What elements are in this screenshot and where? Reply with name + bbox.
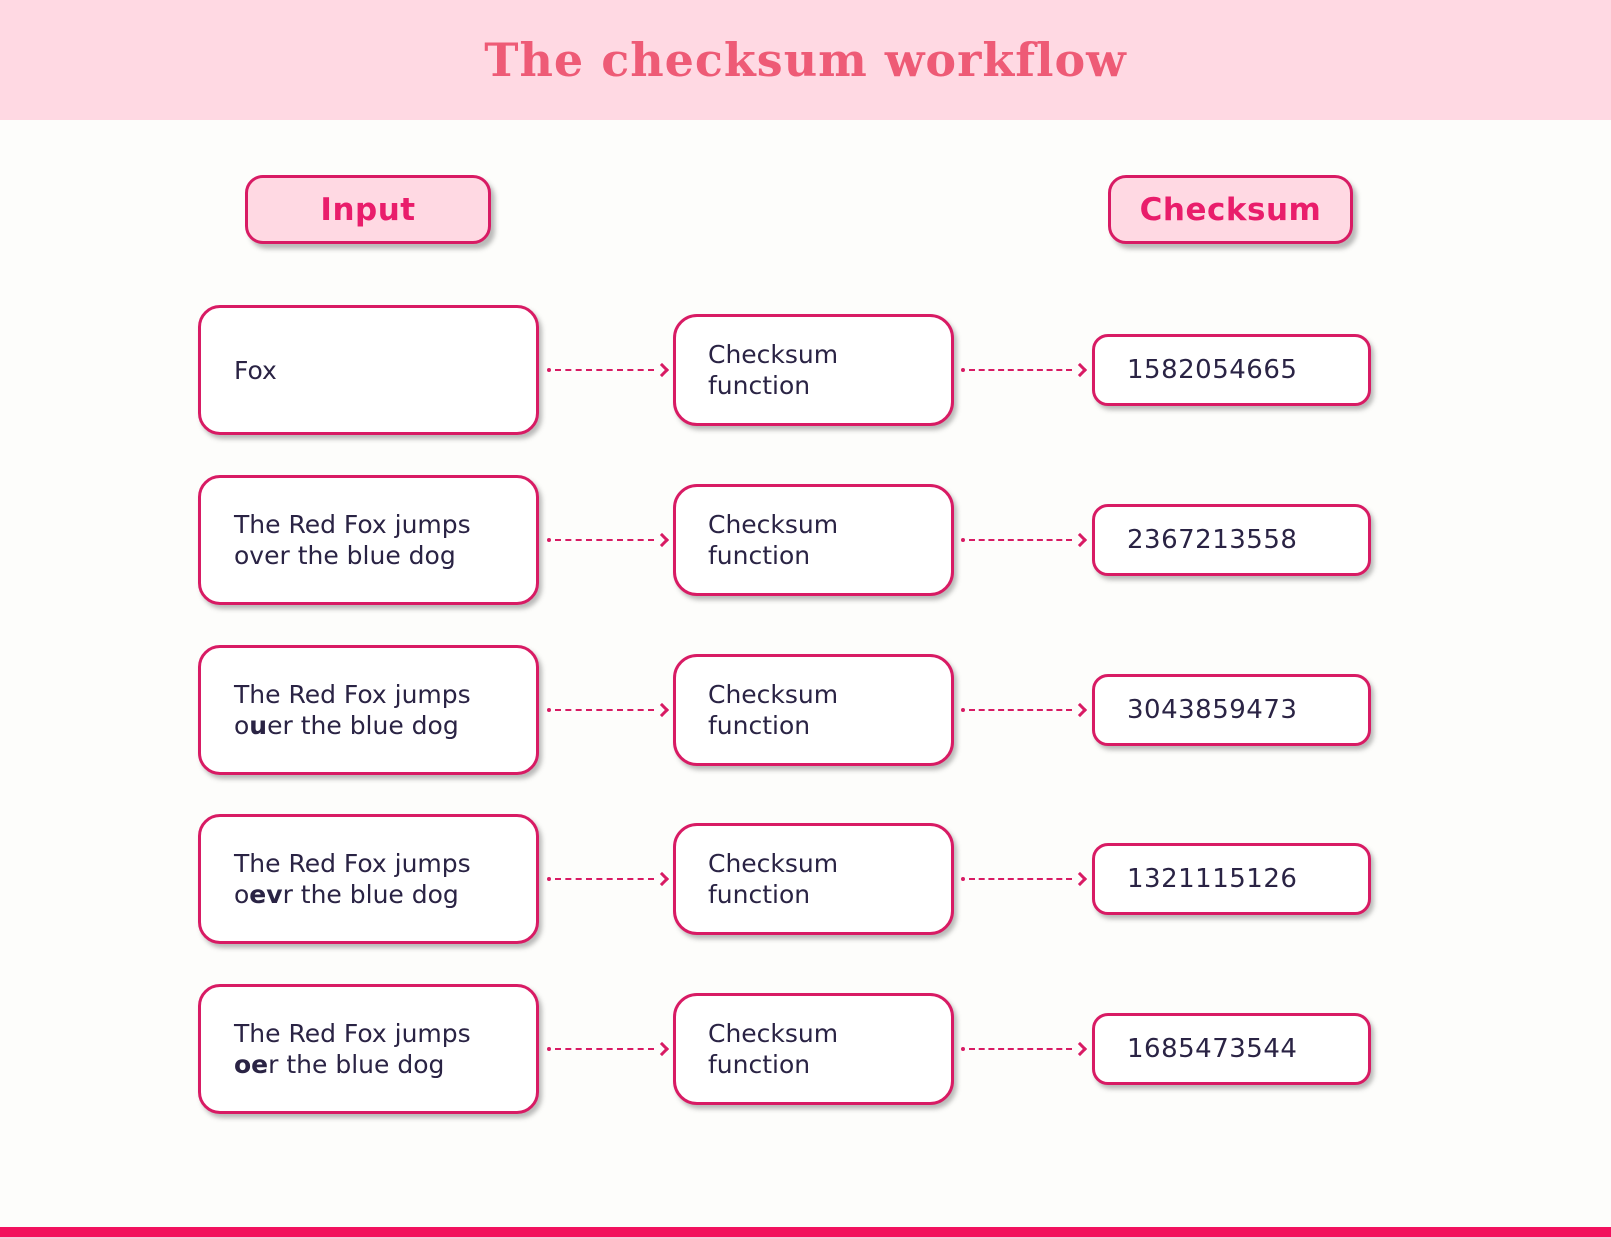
dashed-arrow [547, 532, 670, 548]
arrow-head-icon [654, 871, 670, 887]
arrow-head-icon [1072, 702, 1088, 718]
dashed-arrow [547, 702, 670, 718]
input-box-row-5: The Red Fox jumps oer the blue dog [198, 984, 539, 1114]
input-text: The Red Fox jumps [234, 849, 471, 878]
checksum-value: 1685473544 [1127, 1034, 1298, 1064]
arrow-dash-line [555, 539, 654, 541]
dashed-arrow [547, 871, 670, 887]
bottom-accent-bar [0, 1227, 1611, 1237]
arrow-dash-line [969, 878, 1072, 880]
arrow-head-icon [654, 1041, 670, 1057]
dashed-arrow [961, 871, 1088, 887]
checksum-value-box-row-4: 1321115126 [1092, 843, 1371, 915]
checksum-value: 3043859473 [1127, 695, 1298, 725]
input-box-row-2: The Red Fox jumps over the blue dog [198, 475, 539, 605]
input-text: The Red Fox jumps [234, 510, 471, 539]
input-text: The Red Fox jumps [234, 680, 471, 709]
arrow-dash-line [555, 1048, 654, 1050]
arrow-head-icon [1072, 871, 1088, 887]
arrow-head-icon [1072, 532, 1088, 548]
input-text-line2: oevr the blue dog [234, 880, 459, 909]
checksum-function-box-row-5: Checksum function [673, 993, 954, 1105]
column-header-input-label: Input [320, 191, 416, 228]
arrow-start-dot [547, 1047, 551, 1051]
column-header-checksum-label: Checksum [1139, 191, 1322, 228]
input-box-row-1: Fox [198, 305, 539, 435]
checksum-function-label: Checksum function [708, 510, 839, 570]
input-box-row-3: The Red Fox jumps ouer the blue dog [198, 645, 539, 775]
input-text-line2: over the blue dog [234, 541, 456, 570]
arrow-head-icon [654, 702, 670, 718]
checksum-function-label: Checksum function [708, 340, 839, 400]
arrow-start-dot [547, 538, 551, 542]
checksum-function-box-row-1: Checksum function [673, 314, 954, 426]
checksum-function-label: Checksum function [708, 680, 839, 740]
dashed-arrow [961, 1041, 1088, 1057]
checksum-value: 1582054665 [1127, 355, 1298, 385]
checksum-function-box-row-2: Checksum function [673, 484, 954, 596]
checksum-function-box-row-3: Checksum function [673, 654, 954, 766]
page-title: The checksum workflow [484, 33, 1127, 87]
checksum-value-box-row-1: 1582054665 [1092, 334, 1371, 406]
dashed-arrow [961, 532, 1088, 548]
arrow-start-dot [961, 538, 965, 542]
arrow-head-icon [654, 362, 670, 378]
column-header-checksum: Checksum [1108, 175, 1353, 244]
checksum-value-box-row-5: 1685473544 [1092, 1013, 1371, 1085]
arrow-start-dot [547, 368, 551, 372]
arrow-head-icon [1072, 1041, 1088, 1057]
input-text-line2: oer the blue dog [234, 1050, 445, 1079]
arrow-start-dot [961, 368, 965, 372]
input-text-line2: ouer the blue dog [234, 711, 459, 740]
checksum-value: 2367213558 [1127, 525, 1298, 555]
arrow-dash-line [555, 369, 654, 371]
checksum-value-box-row-3: 3043859473 [1092, 674, 1371, 746]
dashed-arrow [961, 362, 1088, 378]
checksum-function-label: Checksum function [708, 1019, 839, 1079]
arrow-dash-line [969, 369, 1072, 371]
checksum-value-box-row-2: 2367213558 [1092, 504, 1371, 576]
arrow-head-icon [1072, 362, 1088, 378]
bottom-accent-underline [0, 1237, 1611, 1239]
arrow-head-icon [654, 532, 670, 548]
checksum-function-box-row-4: Checksum function [673, 823, 954, 935]
arrow-dash-line [969, 709, 1072, 711]
checksum-function-label: Checksum function [708, 849, 839, 909]
arrow-start-dot [961, 708, 965, 712]
arrow-dash-line [555, 878, 654, 880]
dashed-arrow [961, 702, 1088, 718]
dashed-arrow [547, 1041, 670, 1057]
checksum-value: 1321115126 [1127, 864, 1298, 894]
arrow-dash-line [969, 1048, 1072, 1050]
arrow-start-dot [961, 877, 965, 881]
header-band: The checksum workflow [0, 0, 1611, 120]
arrow-start-dot [547, 708, 551, 712]
arrow-start-dot [547, 877, 551, 881]
column-header-input: Input [245, 175, 491, 244]
arrow-dash-line [555, 709, 654, 711]
input-text: The Red Fox jumps [234, 1019, 471, 1048]
dashed-arrow [547, 362, 670, 378]
arrow-dash-line [969, 539, 1072, 541]
input-box-row-4: The Red Fox jumps oevr the blue dog [198, 814, 539, 944]
arrow-start-dot [961, 1047, 965, 1051]
input-text: Fox [234, 355, 277, 385]
